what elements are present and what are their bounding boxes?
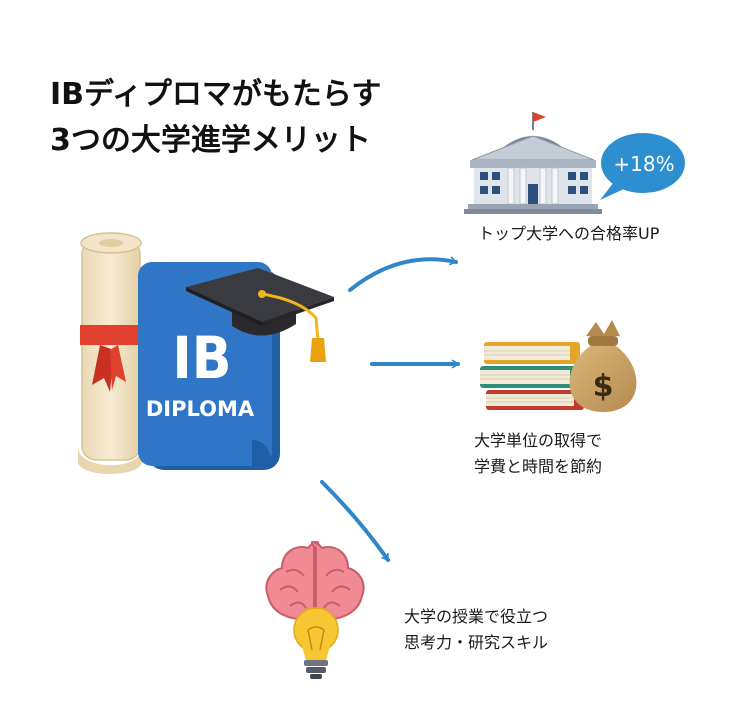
benefit-label-admission: トップ大学への合格率UP — [478, 224, 660, 243]
speech-bubble-icon: +18% — [600, 133, 685, 200]
university-building-icon — [464, 112, 602, 214]
graduation-cap-icon — [186, 268, 334, 362]
books-stack-icon — [480, 342, 584, 410]
benefit-skills-line-2: 思考力・研究スキル — [404, 633, 549, 652]
money-bag-icon: $ — [569, 320, 637, 412]
arrow-icon-top — [348, 256, 458, 292]
page-title: IBディプロマがもたらす 3つの大学進学メリット — [50, 72, 381, 164]
benefit-label-credits: 大学単位の取得で 学費と時間を節約 — [474, 428, 602, 480]
dollar-sign-icon: $ — [593, 369, 614, 404]
success-rate-badge: +18% — [613, 152, 674, 176]
title-line-1: IBディプロマがもたらす — [50, 77, 382, 112]
benefit-credits-line-2: 学費と時間を節約 — [474, 457, 603, 476]
lightbulb-icon — [293, 607, 339, 679]
benefit-label-skills: 大学の授業で役立つ 思考力・研究スキル — [404, 604, 548, 656]
arrow-icon-bottom — [320, 480, 390, 562]
diploma-text: DIPLOMA — [146, 397, 255, 421]
title-line-2: 3つの大学進学メリット — [50, 123, 371, 158]
diploma-scroll-icon — [78, 232, 142, 474]
ib-text: IB — [172, 324, 231, 392]
benefit-skills-line-1: 大学の授業で役立つ — [404, 607, 549, 626]
brain-icon — [265, 541, 365, 620]
benefit-credits-line-1: 大学単位の取得で — [474, 431, 603, 450]
arrows — [320, 256, 460, 562]
